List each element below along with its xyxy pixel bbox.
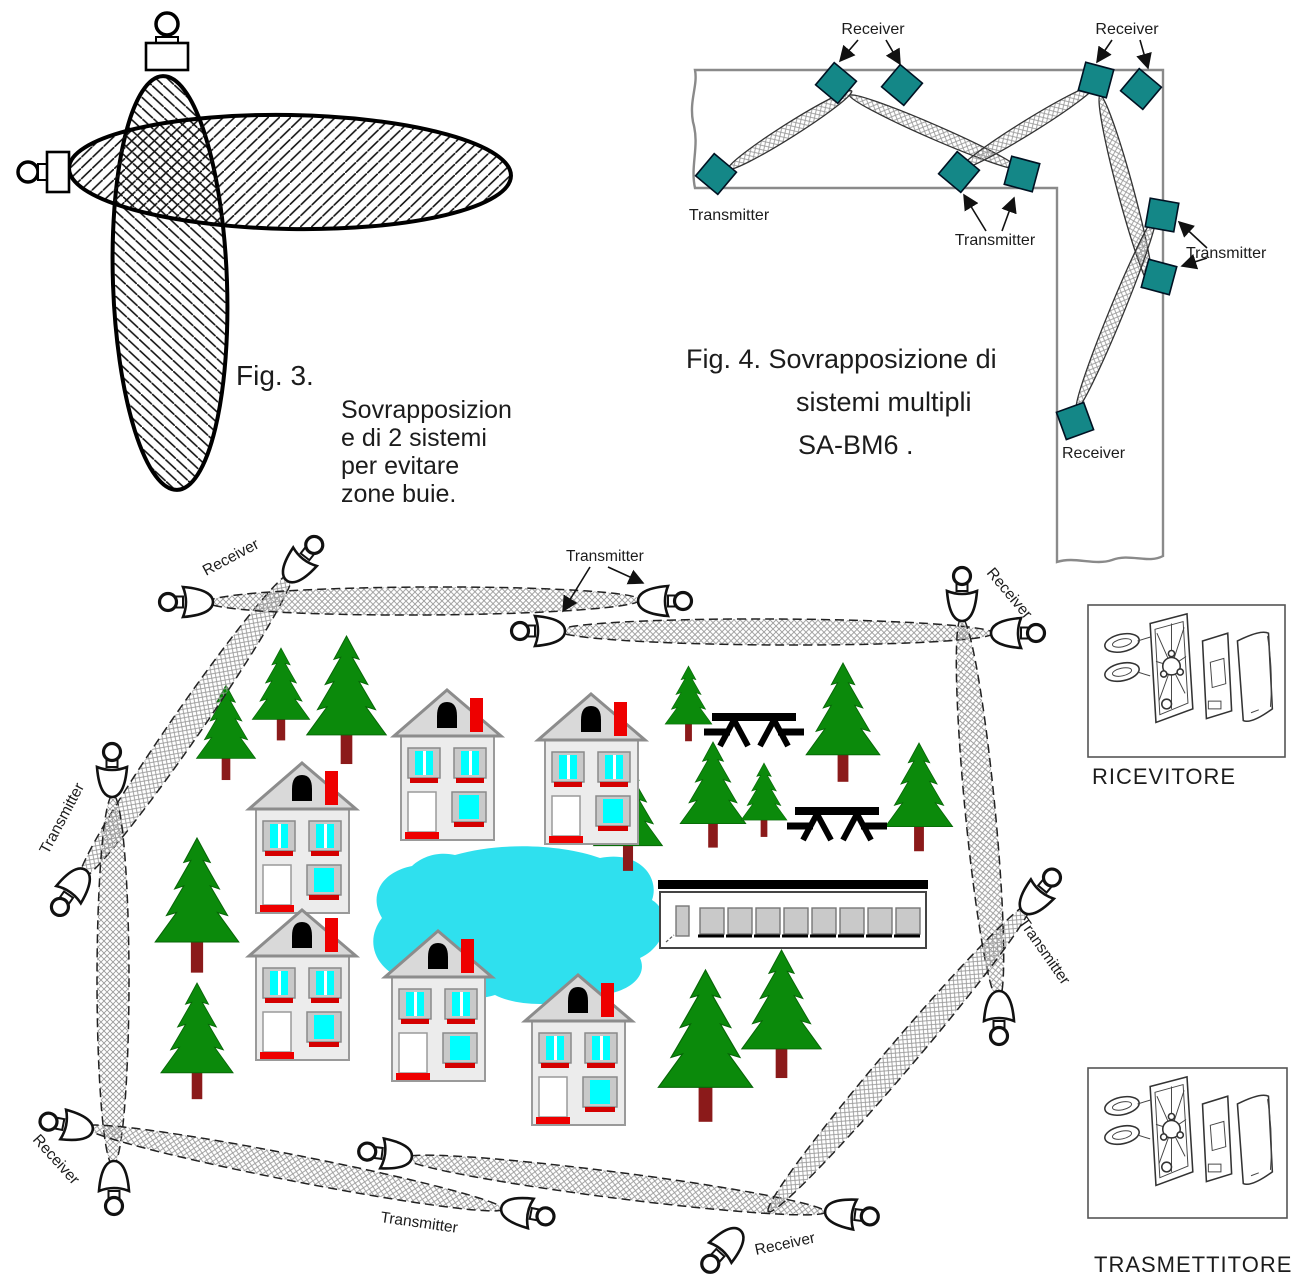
fig4-receiver-left-label: Receiver	[841, 21, 905, 38]
fig4-sensor-squares	[694, 61, 1180, 441]
garage-row-building	[658, 880, 928, 949]
site-receiver-bottomright-label: Receiver	[753, 1230, 816, 1259]
fig4-wall-diagram: Receiver Receiver Transmitter Transmitte…	[686, 21, 1267, 564]
picnic-table	[704, 717, 804, 746]
receiver-product-label: RICEVITORE	[1092, 764, 1236, 789]
site-receiver-topleft-label: Receiver	[200, 536, 262, 580]
fig3-title: Fig. 3.	[236, 360, 314, 391]
site-transmitter-right-label: Transmitter	[1015, 915, 1074, 988]
picnic-table	[787, 811, 887, 840]
fig4-transmitter-mid-label: Transmitter	[955, 232, 1036, 249]
perimeter-beams	[78, 571, 1033, 1216]
fig3-top-sensor-icon	[144, 11, 190, 72]
fig3-caption-line3: per evitare	[341, 452, 459, 480]
fig4-caption-line3: SA-BM6 .	[798, 430, 914, 460]
fig3-caption-line1: Sovrapposizion	[341, 396, 512, 424]
fig4-transmitter-right-label: Transmitter	[1186, 245, 1267, 262]
transmitter-product-label: TRASMETTITORE	[1094, 1252, 1292, 1277]
site-transmitter-top-label: Transmitter	[566, 548, 644, 565]
fig3-left-sensor-icon	[16, 150, 71, 194]
fig3-caption-line2: e di 2 sistemi	[341, 424, 487, 452]
fig4-wall-outline	[690, 68, 1165, 564]
site-receiver-topright-label: Receiver	[983, 565, 1035, 623]
transmitter-product-callout: TRASMETTITORE	[1087, 1067, 1292, 1277]
fig3-caption-line4: zone buie.	[341, 480, 456, 508]
site-plan: Receiver Transmitter Receiver Transmitte…	[29, 527, 1074, 1282]
site-transmitter-left-label: Transmitter	[37, 780, 89, 857]
fig4-caption-line2: sistemi multipli	[796, 387, 972, 417]
fig4-transmitter-left-label: Transmitter	[689, 207, 770, 224]
fig3-overlap-diagram: Fig. 3. Sovrapposizion e di 2 sistemi pe…	[16, 11, 513, 508]
site-transmitter-bottom-label: Transmitter	[379, 1209, 458, 1237]
receiver-product-callout: RICEVITORE	[1087, 604, 1286, 789]
fig4-receiver-right-label: Receiver	[1095, 21, 1159, 38]
fig4-receiver-bottom-label: Receiver	[1062, 445, 1126, 462]
fig4-caption-line1: Fig. 4. Sovrapposizione di	[686, 344, 997, 374]
